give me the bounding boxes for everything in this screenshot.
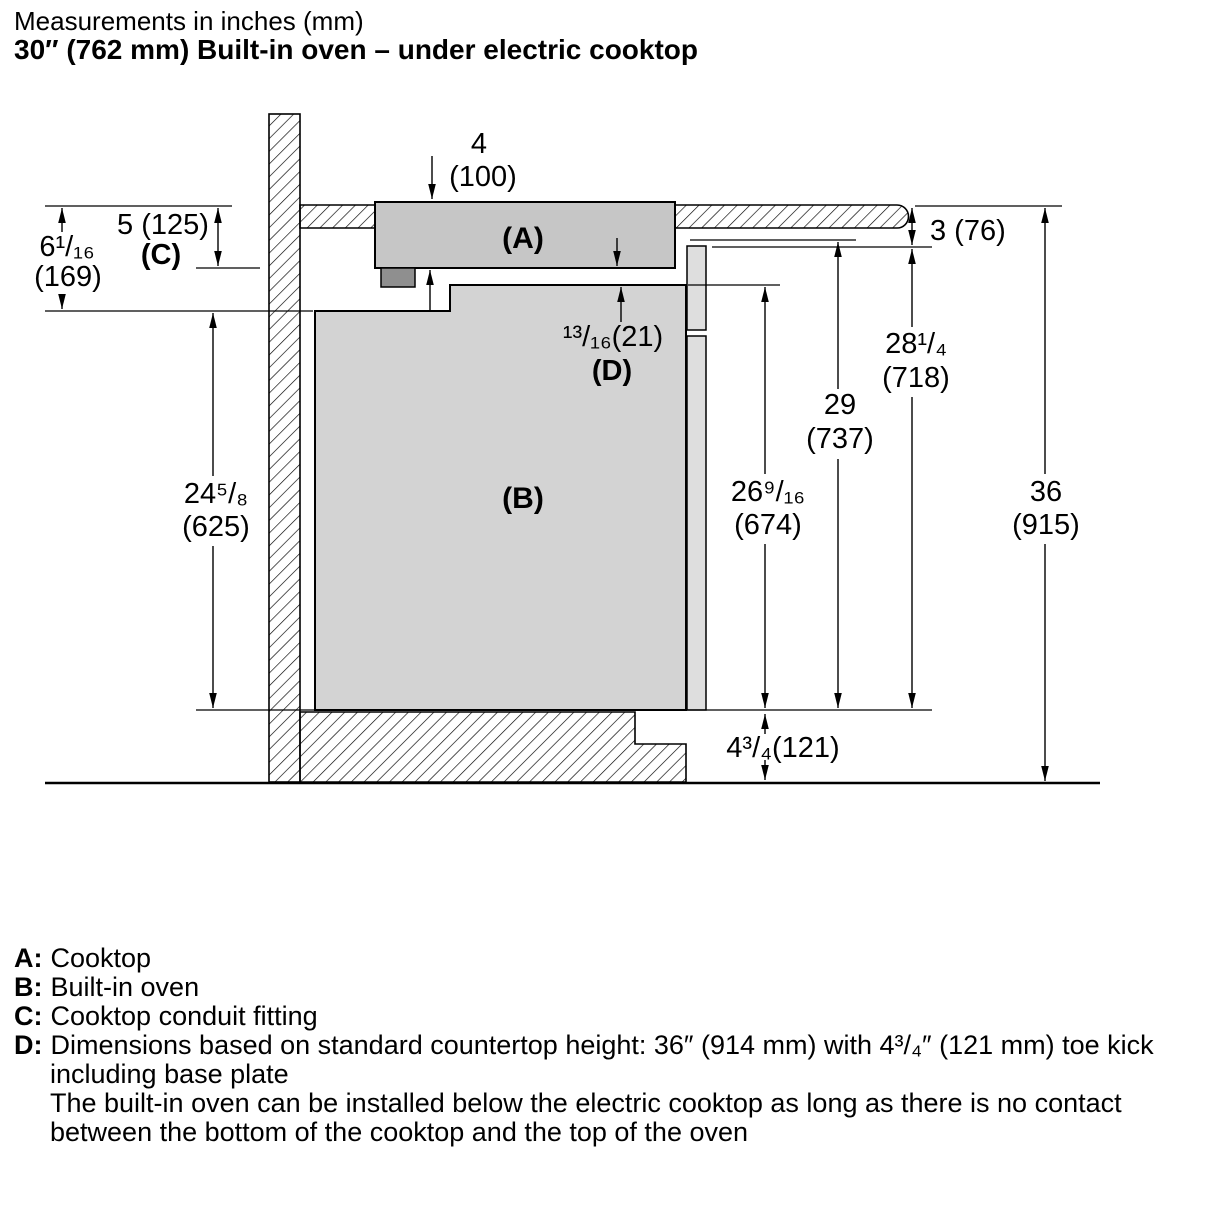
dim-counter-height-in: 36 (1030, 476, 1062, 508)
cabinet-panel-upper (686, 245, 707, 331)
dim-oven-height-mm: (625) (182, 511, 250, 543)
legend-key-a: A: (14, 943, 43, 973)
cooktop-label: (A) (502, 222, 544, 255)
measurement-units-note: Measurements in inches (mm) (14, 6, 364, 36)
legend-item-c: C:Cooktop conduit fitting (14, 1002, 1174, 1031)
dim-panel-height-in: 28¹/₄ (885, 328, 947, 360)
conduit-label: (C) (141, 239, 181, 271)
legend-item-b: B:Built-in oven (14, 973, 1174, 1002)
cabinet-panel-lower (686, 335, 707, 711)
legend-key-b: B: (14, 972, 43, 1002)
legend-key-d: D: (14, 1030, 43, 1060)
legend-item-a: A:Cooktop (14, 944, 1174, 973)
dim-cooktop-to-base-in: 29 (824, 389, 856, 421)
dim-cooktop-to-base-mm: (737) (806, 423, 874, 455)
dim-oven-cavity-mm: (674) (734, 509, 802, 541)
dim-label-backgrounds (28, 232, 1092, 546)
dim-cooktop-depth-in: 4 (471, 128, 487, 160)
dim-gap: ¹³/₁₆(21) (563, 321, 663, 353)
dim-toe-kick: 4³/₄(121) (726, 732, 839, 764)
dim-oven-cavity-in: 26⁹/₁₆ (731, 476, 805, 508)
legend-item-d: D:Dimensions based on standard counterto… (14, 1031, 1174, 1089)
toe-kick-base (299, 711, 687, 783)
legend-key-c: C: (14, 1001, 43, 1031)
legend-text-a: Cooktop (50, 943, 152, 973)
conduit-fitting-c (380, 267, 416, 288)
dim-conduit-clearance: 5 (125) (117, 209, 209, 241)
note-label: (D) (592, 355, 632, 387)
cooktop-a (374, 201, 676, 269)
dim-panel-height-mm: (718) (882, 362, 950, 394)
legend-text-b: Built-in oven (50, 972, 200, 1002)
legend-text-c: Cooktop conduit fitting (50, 1001, 318, 1031)
dim-counter-to-oven-mm: (169) (34, 261, 102, 293)
legend: A:Cooktop B:Built-in oven C:Cooktop cond… (14, 944, 1174, 1147)
legend-item-d-note: The built-in oven can be installed below… (14, 1089, 1174, 1147)
dim-counter-height-mm: (915) (1012, 509, 1080, 541)
dim-cooktop-depth-mm: (100) (449, 161, 517, 193)
dimension-labels: (A) (B) 6¹/₁₆ (169) 5 (125) (C) 4 (100) … (34, 128, 1080, 764)
legend-text-d-note: The built-in oven can be installed below… (50, 1088, 1122, 1147)
legend-text-d: Dimensions based on standard countertop … (50, 1030, 1154, 1089)
dim-counter-overhang: 3 (76) (930, 215, 1006, 247)
page-title: 30″ (762 mm) Built-in oven – under elect… (14, 34, 699, 65)
dim-oven-height-in: 24⁵/₈ (184, 478, 248, 510)
oven-label: (B) (502, 482, 544, 515)
extension-lines (45, 205, 1062, 711)
dim-counter-to-oven-in: 6¹/₁₆ (39, 231, 94, 263)
wall-section (268, 113, 301, 783)
